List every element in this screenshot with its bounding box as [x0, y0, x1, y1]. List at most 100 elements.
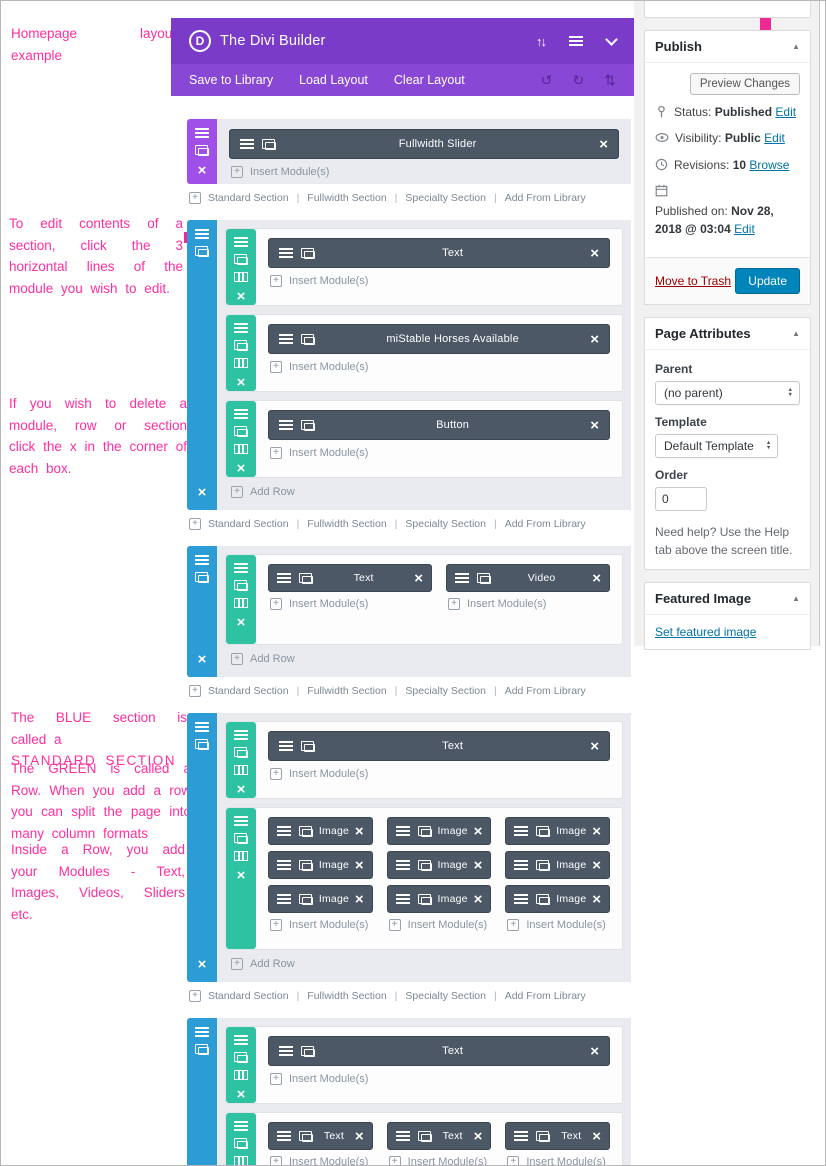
order-input[interactable] — [655, 486, 707, 511]
module-menu-icon[interactable] — [277, 573, 291, 583]
add-section-link[interactable]: Specialty Section — [405, 518, 486, 530]
add-section-link[interactable]: Add From Library — [504, 518, 586, 530]
duplicate-icon[interactable] — [417, 825, 432, 837]
close-icon[interactable]: × — [414, 569, 423, 587]
duplicate-icon[interactable] — [299, 1130, 313, 1142]
close-icon[interactable]: × — [473, 822, 483, 840]
close-icon[interactable]: × — [590, 1042, 599, 1060]
duplicate-icon[interactable] — [234, 1138, 248, 1149]
add-section-link[interactable]: Standard Section — [208, 685, 289, 697]
module-menu-icon[interactable] — [279, 420, 293, 430]
add-section-link[interactable]: Specialty Section — [405, 990, 486, 1002]
close-icon[interactable]: × — [197, 484, 207, 501]
close-icon[interactable]: × — [590, 244, 599, 262]
add-section-link[interactable]: Standard Section — [208, 990, 289, 1002]
add-row-button[interactable]: +Add Row — [231, 486, 623, 498]
close-icon[interactable]: × — [236, 288, 246, 305]
module-menu-icon[interactable] — [514, 826, 529, 836]
add-section-link[interactable]: Fullwidth Section — [307, 990, 387, 1002]
row-menu-icon[interactable] — [234, 1035, 248, 1045]
row-menu-icon[interactable] — [234, 816, 248, 826]
publish-panel-header[interactable]: Publish ▲ — [645, 31, 810, 63]
columns-icon[interactable] — [234, 598, 248, 608]
insert-module-button[interactable]: +Insert Module(s) — [270, 275, 610, 287]
close-icon[interactable]: × — [473, 856, 483, 874]
add-section-link[interactable]: Fullwidth Section — [307, 192, 387, 204]
duplicate-icon[interactable] — [301, 333, 315, 345]
edit-status-link[interactable]: Edit — [775, 105, 797, 119]
close-icon[interactable]: × — [236, 781, 246, 798]
close-icon[interactable]: × — [473, 1127, 483, 1145]
duplicate-icon[interactable] — [301, 1045, 315, 1057]
duplicate-icon[interactable] — [301, 247, 315, 259]
columns-icon[interactable] — [234, 444, 248, 454]
module-menu-icon[interactable] — [395, 860, 410, 870]
duplicate-icon[interactable] — [536, 1130, 551, 1142]
load-layout-button[interactable]: Load Layout — [299, 73, 368, 87]
row-menu-icon[interactable] — [234, 730, 248, 740]
preview-changes-button[interactable]: Preview Changes — [689, 73, 800, 95]
featured-image-header[interactable]: Featured Image ▲ — [645, 583, 810, 615]
section-menu-icon[interactable] — [195, 555, 209, 565]
clear-layout-button[interactable]: Clear Layout — [393, 73, 465, 87]
duplicate-icon[interactable] — [417, 859, 432, 871]
close-icon[interactable]: × — [592, 856, 602, 874]
history-icon[interactable]: ⇅ — [604, 71, 616, 88]
duplicate-icon[interactable] — [195, 739, 209, 750]
module-menu-icon[interactable] — [395, 894, 410, 904]
row-menu-icon[interactable] — [234, 237, 248, 247]
module-menu-icon[interactable] — [514, 1131, 529, 1141]
columns-icon[interactable] — [234, 1156, 248, 1165]
duplicate-icon[interactable] — [417, 1130, 432, 1142]
add-row-button[interactable]: +Add Row — [231, 653, 623, 665]
module-menu-icon[interactable] — [514, 860, 529, 870]
duplicate-icon[interactable] — [234, 254, 248, 265]
chevron-down-icon[interactable] — [605, 32, 618, 46]
close-icon[interactable]: × — [236, 1086, 246, 1103]
redo-icon[interactable]: ↻ — [572, 71, 585, 88]
edit-visibility-link[interactable]: Edit — [764, 131, 785, 146]
close-icon[interactable]: × — [354, 856, 364, 874]
duplicate-icon[interactable] — [536, 859, 551, 871]
close-icon[interactable]: × — [590, 330, 599, 348]
collapse-toggle-icon[interactable]: ▲ — [792, 42, 800, 51]
add-section-link[interactable]: Add From Library — [504, 990, 586, 1002]
duplicate-icon[interactable] — [234, 833, 248, 844]
insert-module-button[interactable]: +Insert Module(s) — [388, 1156, 492, 1165]
duplicate-icon[interactable] — [299, 825, 313, 837]
reorder-arrows-icon[interactable]: ↑↓ — [536, 33, 547, 49]
insert-module-button[interactable]: +Insert Module(s) — [270, 598, 432, 610]
add-section-link[interactable]: Add From Library — [504, 685, 586, 697]
collapse-toggle-icon[interactable]: ▲ — [792, 328, 800, 338]
close-icon[interactable]: × — [354, 1127, 364, 1145]
duplicate-icon[interactable] — [299, 893, 313, 905]
close-icon[interactable]: × — [473, 890, 483, 908]
module-menu-icon[interactable] — [395, 1131, 410, 1141]
duplicate-icon[interactable] — [536, 825, 551, 837]
duplicate-icon[interactable] — [195, 1044, 209, 1055]
close-icon[interactable]: × — [236, 374, 246, 391]
add-section-link[interactable]: Standard Section — [208, 518, 289, 530]
columns-icon[interactable] — [234, 358, 248, 368]
close-icon[interactable]: × — [354, 822, 364, 840]
insert-module-button[interactable]: +Insert Module(s) — [231, 166, 619, 178]
close-icon[interactable]: × — [197, 651, 207, 668]
module-menu-icon[interactable] — [455, 573, 469, 583]
module-menu-icon[interactable] — [279, 334, 293, 344]
duplicate-icon[interactable] — [234, 340, 248, 351]
insert-module-button[interactable]: +Insert Module(s) — [270, 361, 610, 373]
close-icon[interactable]: × — [599, 135, 608, 153]
duplicate-icon[interactable] — [234, 426, 248, 437]
set-featured-image-link[interactable]: Set featured image — [655, 624, 757, 639]
duplicate-icon[interactable] — [234, 580, 248, 591]
insert-module-button[interactable]: +Insert Module(s) — [448, 598, 610, 610]
close-icon[interactable]: × — [592, 890, 602, 908]
close-icon[interactable]: × — [236, 614, 246, 631]
duplicate-icon[interactable] — [195, 145, 209, 156]
move-to-trash-link[interactable]: Move to Trash — [655, 273, 732, 288]
close-icon[interactable]: × — [592, 822, 602, 840]
row-menu-icon[interactable] — [234, 563, 248, 573]
duplicate-icon[interactable] — [234, 1052, 248, 1063]
add-section-link[interactable]: Standard Section — [208, 192, 289, 204]
template-select[interactable]: Default Template ▲▼ — [655, 433, 779, 458]
